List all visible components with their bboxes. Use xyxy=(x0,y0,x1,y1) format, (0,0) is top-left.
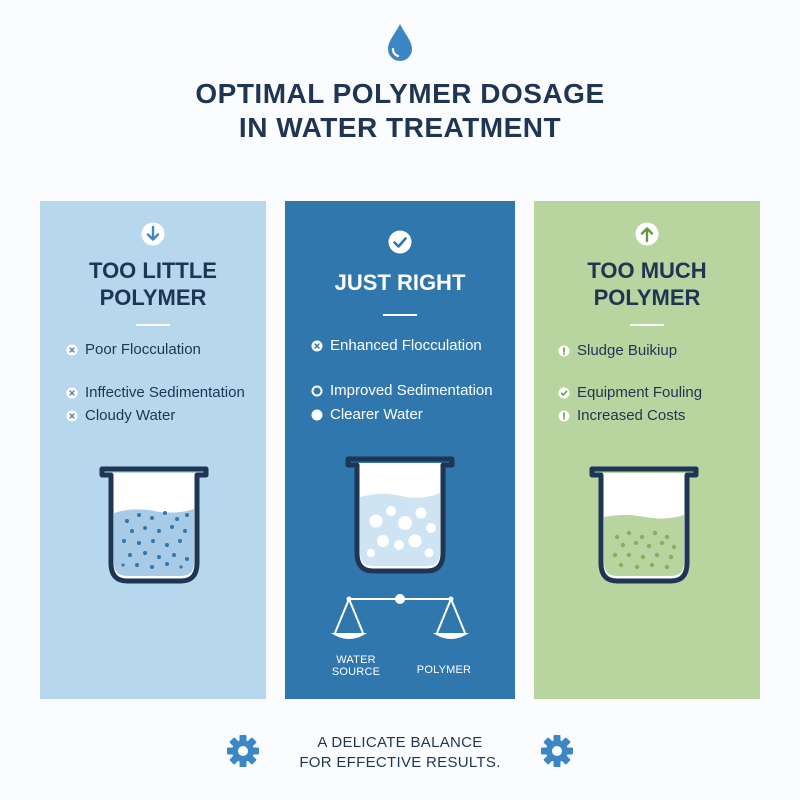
title-divider xyxy=(630,324,664,326)
title-divider xyxy=(136,324,170,326)
scale-label-left: WATER SOURCE xyxy=(331,654,381,678)
list-item: Sludge Buikiup xyxy=(558,342,677,360)
page-title-line1: OPTIMAL POLYMER DOSAGE xyxy=(195,78,605,109)
list-item: Poor Flocculation xyxy=(66,341,201,359)
panel-title-line2: POLYMER xyxy=(593,285,701,310)
dot-icon xyxy=(311,409,323,421)
list-item: Increased Costs xyxy=(558,407,685,425)
arrow-up-circle-icon xyxy=(634,221,660,247)
footer-line1: A DELICATE BALANCE xyxy=(317,734,483,751)
panel-too-much: TOO MUCH POLYMER Sludge Buikiup Equipmen… xyxy=(534,201,760,699)
x-circle-icon xyxy=(66,344,78,356)
check-circle-icon xyxy=(558,387,570,399)
x-circle-icon xyxy=(66,410,78,422)
ring-icon xyxy=(311,385,323,397)
x-circle-icon xyxy=(66,387,78,399)
list-item: Enhanced Flocculation xyxy=(311,337,482,355)
scale-label-right: POLYMER xyxy=(416,664,472,676)
exclamation-circle-icon xyxy=(558,410,570,422)
list-item-label: Improved Sedimentation xyxy=(330,382,493,399)
list-item-label: Equipment Fouling xyxy=(577,384,703,401)
list-item: Inffective Sedimentation xyxy=(66,384,245,402)
list-item-label: Inffective Sedimentation xyxy=(85,384,245,401)
list-item-label: Cloudy Water xyxy=(85,407,176,424)
beaker-clear-icon xyxy=(343,453,457,575)
list-item-label: Sludge Buikiup xyxy=(577,342,678,359)
list-item-label: Enhanced Flocculation xyxy=(330,337,482,354)
footer-line2: FOR EFFECTIVE RESULTS. xyxy=(299,754,501,771)
list-item-label: Clearer Water xyxy=(330,406,423,423)
beaker-cloudy-icon xyxy=(97,463,211,585)
x-circle-icon xyxy=(311,340,323,352)
panel-title-line1: TOO MUCH xyxy=(587,258,707,283)
list-item: Cloudy Water xyxy=(66,407,175,425)
water-drop-icon xyxy=(384,22,416,64)
panel-too-little: TOO LITTLE POLYMER Poor Flocculation Inf… xyxy=(40,201,266,699)
exclamation-circle-icon xyxy=(558,345,570,357)
check-circle-icon xyxy=(387,229,413,255)
panel-title-line1: TOO LITTLE xyxy=(89,258,217,283)
list-item-label: Increased Costs xyxy=(577,407,686,424)
list-item-label: Poor Flocculation xyxy=(85,341,201,358)
page-title-line2: IN WATER TREATMENT xyxy=(238,112,562,143)
arrow-down-circle-icon xyxy=(140,221,166,247)
gear-icon xyxy=(540,734,574,768)
panel-title: JUST RIGHT xyxy=(334,270,466,295)
beaker-sludge-icon xyxy=(587,463,701,585)
list-item: Clearer Water xyxy=(311,406,423,424)
panel-title-line2: POLYMER xyxy=(99,285,207,310)
panel-just-right: JUST RIGHT Enhanced Flocculation Improve… xyxy=(285,201,515,699)
title-divider xyxy=(383,314,417,316)
list-item: Equipment Fouling xyxy=(558,384,702,402)
list-item: Improved Sedimentation xyxy=(311,382,493,400)
balance-scale-icon xyxy=(331,594,469,639)
gear-icon xyxy=(226,734,260,768)
